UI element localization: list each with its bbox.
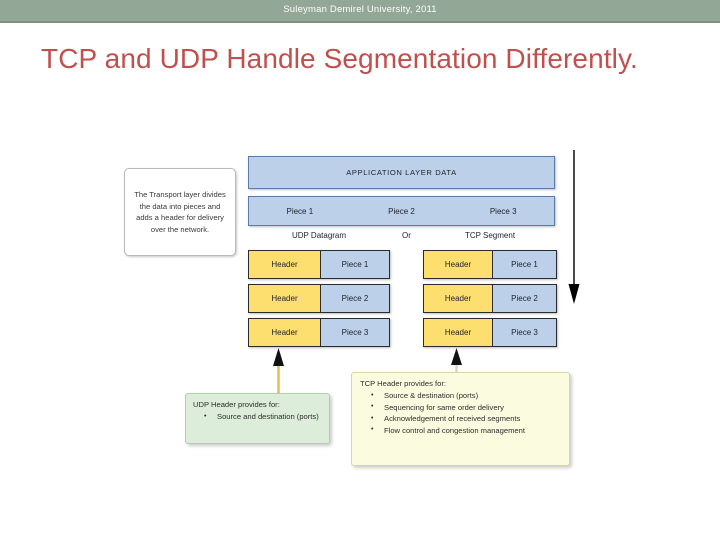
udp-callout-list: Source and destination (ports) bbox=[193, 411, 322, 423]
or-caption: Or bbox=[402, 231, 411, 240]
tcp-segment-rows: Header Piece 1 Header Piece 2 Header Pie… bbox=[423, 250, 557, 352]
tcp-segment-row: Header Piece 2 bbox=[423, 284, 557, 313]
udp-callout-connector-arrow-icon bbox=[273, 348, 284, 396]
tcp-header-cell: Header bbox=[424, 251, 493, 278]
tcp-header-cell: Header bbox=[424, 319, 493, 346]
segmentation-diagram: The Transport layer divides the data int… bbox=[0, 140, 720, 490]
udp-datagram-caption: UDP Datagram bbox=[291, 231, 347, 240]
udp-piece-cell: Piece 1 bbox=[321, 251, 389, 278]
tcp-callout-item: Acknowledgement of received segments bbox=[371, 413, 561, 425]
piece-cell: Piece 3 bbox=[489, 206, 517, 216]
pieces-bar: Piece 1 Piece 2 Piece 3 bbox=[248, 196, 555, 226]
tcp-piece-cell: Piece 3 bbox=[493, 319, 556, 346]
tcp-header-cell: Header bbox=[424, 285, 493, 312]
tcp-header-callout: TCP Header provides for: Source & destin… bbox=[351, 372, 570, 466]
application-layer-data-label: APPLICATION LAYER DATA bbox=[346, 168, 457, 177]
udp-header-cell: Header bbox=[249, 285, 321, 312]
application-layer-data-bar: APPLICATION LAYER DATA bbox=[248, 156, 555, 189]
slide-banner: Suleyman Demirel University, 2011 bbox=[0, 0, 720, 21]
udp-callout-title: UDP Header provides for: bbox=[193, 400, 280, 409]
tcp-segment-row: Header Piece 1 bbox=[423, 250, 557, 279]
tcp-callout-title: TCP Header provides for: bbox=[360, 379, 446, 388]
banner-title: Suleyman Demirel University, 2011 bbox=[283, 4, 437, 15]
tcp-callout-item: Sequencing for same order delivery bbox=[371, 401, 561, 414]
piece-cell: Piece 1 bbox=[286, 206, 314, 216]
udp-header-cell: Header bbox=[249, 319, 321, 346]
udp-header-callout: UDP Header provides for: Source and dest… bbox=[185, 393, 330, 444]
tcp-callout-list: Source & destination (ports) Sequencing … bbox=[360, 390, 561, 436]
transport-layer-note-text: The Transport layer divides the data int… bbox=[134, 190, 226, 234]
banner-divider bbox=[0, 21, 720, 23]
udp-header-cell: Header bbox=[249, 251, 321, 278]
downward-flow-arrow-icon bbox=[568, 150, 580, 304]
udp-datagram-row: Header Piece 3 bbox=[248, 318, 390, 347]
tcp-segment-row: Header Piece 3 bbox=[423, 318, 557, 347]
tcp-callout-item: Source & destination (ports) bbox=[371, 390, 561, 402]
page-title: TCP and UDP Handle Segmentation Differen… bbox=[41, 43, 638, 74]
transport-layer-note: The Transport layer divides the data int… bbox=[124, 168, 236, 256]
tcp-callout-item: Flow control and congestion management bbox=[371, 424, 561, 437]
piece-cell: Piece 2 bbox=[388, 206, 415, 216]
tcp-piece-cell: Piece 2 bbox=[493, 285, 556, 312]
udp-piece-cell: Piece 3 bbox=[321, 319, 389, 346]
tcp-segment-caption: TCP Segment bbox=[464, 231, 516, 240]
udp-datagram-row: Header Piece 1 bbox=[248, 250, 390, 279]
udp-callout-item: Source and destination (ports) bbox=[204, 411, 322, 423]
udp-datagram-row: Header Piece 2 bbox=[248, 284, 390, 313]
udp-piece-cell: Piece 2 bbox=[321, 285, 389, 312]
tcp-piece-cell: Piece 1 bbox=[493, 251, 556, 278]
udp-datagram-rows: Header Piece 1 Header Piece 2 Header Pie… bbox=[248, 250, 390, 352]
